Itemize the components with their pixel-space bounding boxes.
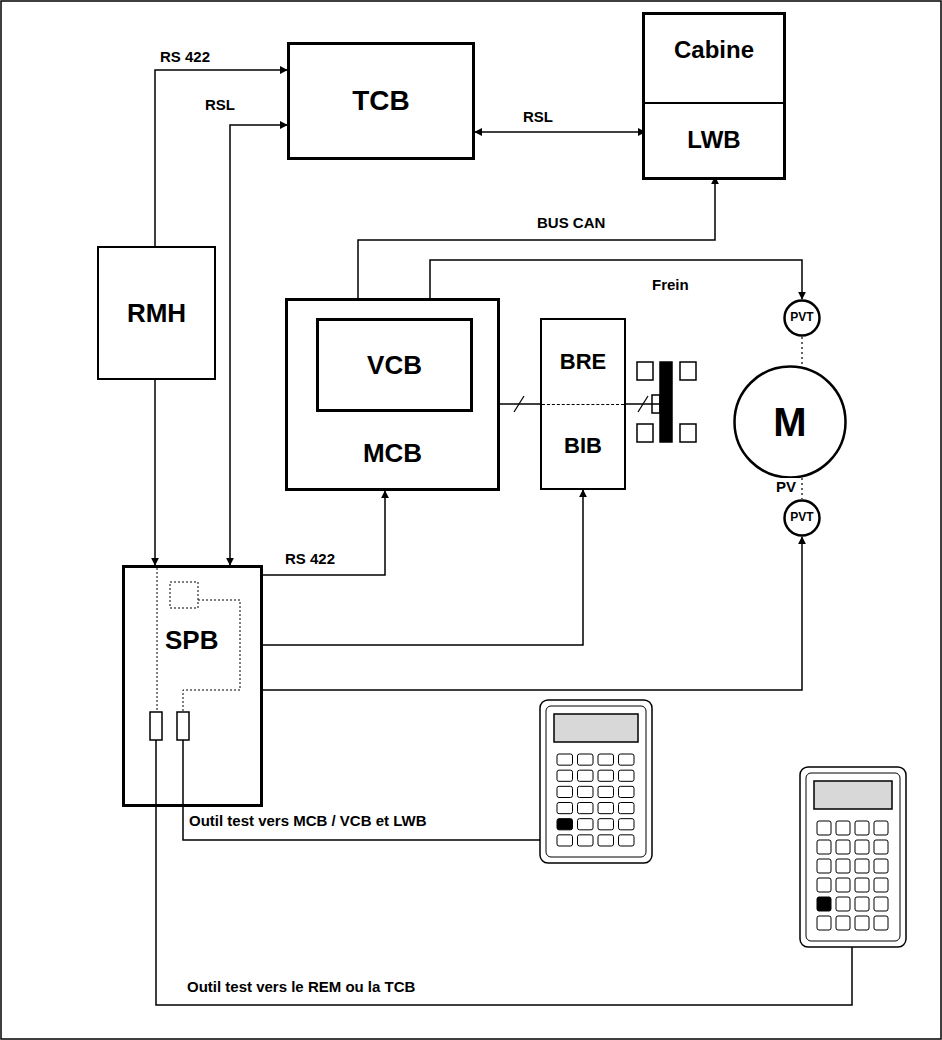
motor-circle: M xyxy=(733,365,847,479)
signal-link xyxy=(358,177,715,318)
spb-internals xyxy=(150,568,240,740)
control-box: MCB VCB xyxy=(285,298,500,491)
sensor-circle: PVT xyxy=(783,499,821,537)
signal-link xyxy=(475,131,645,133)
divider xyxy=(542,404,624,405)
brake-pad xyxy=(637,424,653,442)
signal-link xyxy=(263,537,802,690)
node-label: BIB xyxy=(564,434,602,458)
mechanical-link xyxy=(801,337,802,366)
test-tool-keypad xyxy=(800,767,906,947)
annotation-label: Outil test vers le REM ou la TCB xyxy=(185,978,417,996)
brake-pad xyxy=(652,395,660,413)
brake-disc xyxy=(660,362,672,442)
signal-link xyxy=(154,380,156,565)
node-label: SPB xyxy=(165,626,218,655)
node-label: BRE xyxy=(560,350,606,374)
node-label: Cabine xyxy=(674,37,754,63)
node-label: TCB xyxy=(352,86,410,117)
brake-pad xyxy=(680,424,696,442)
test-connector xyxy=(177,712,189,740)
board-box: SPB xyxy=(122,565,263,807)
annotation-label: Outil test vers MCB / VCB et LWB xyxy=(187,812,429,830)
signal-link xyxy=(500,403,540,405)
signal-link xyxy=(230,125,287,565)
brake-pad xyxy=(680,362,696,380)
internal-chip xyxy=(170,582,198,608)
node-label: LWB xyxy=(687,127,740,153)
brake-pad xyxy=(637,362,653,380)
node-label: MCB xyxy=(363,439,422,468)
node-label: PVT xyxy=(790,311,813,324)
test-tool-keypad xyxy=(540,700,652,863)
internal-trace xyxy=(183,600,240,712)
signal-label: BUS CAN xyxy=(535,214,607,232)
sensor-circle: PVT xyxy=(783,299,821,337)
signal-label: RSL xyxy=(203,96,237,114)
signal-label: RS 422 xyxy=(158,48,212,66)
node-label: PVT xyxy=(790,511,813,524)
control-box: RMH xyxy=(97,246,216,380)
signal-link xyxy=(155,70,287,246)
control-box: TCB xyxy=(287,42,475,160)
signal-link xyxy=(263,491,385,575)
signal-label: RSL xyxy=(521,108,555,126)
bus-slash xyxy=(638,396,648,412)
test-tools xyxy=(540,700,906,947)
node-label: VCB xyxy=(367,351,422,380)
annotation-label: Frein xyxy=(650,276,691,294)
test-connector xyxy=(150,712,162,740)
signal-link xyxy=(263,490,583,645)
brake-board-box: BRE BIB xyxy=(540,318,626,490)
mechanical-link xyxy=(801,478,802,499)
node-label: RMH xyxy=(127,299,186,328)
signal-label: RS 422 xyxy=(283,550,337,568)
annotation-label: PV xyxy=(774,478,798,496)
brake-symbol xyxy=(626,362,696,442)
internal-trace xyxy=(157,568,158,712)
node-label: M xyxy=(773,400,806,444)
test-cable xyxy=(183,740,592,863)
board-box: VCB xyxy=(316,318,473,412)
board-section: LWB xyxy=(645,102,783,177)
cabin-box: CabineLWB xyxy=(642,12,786,180)
